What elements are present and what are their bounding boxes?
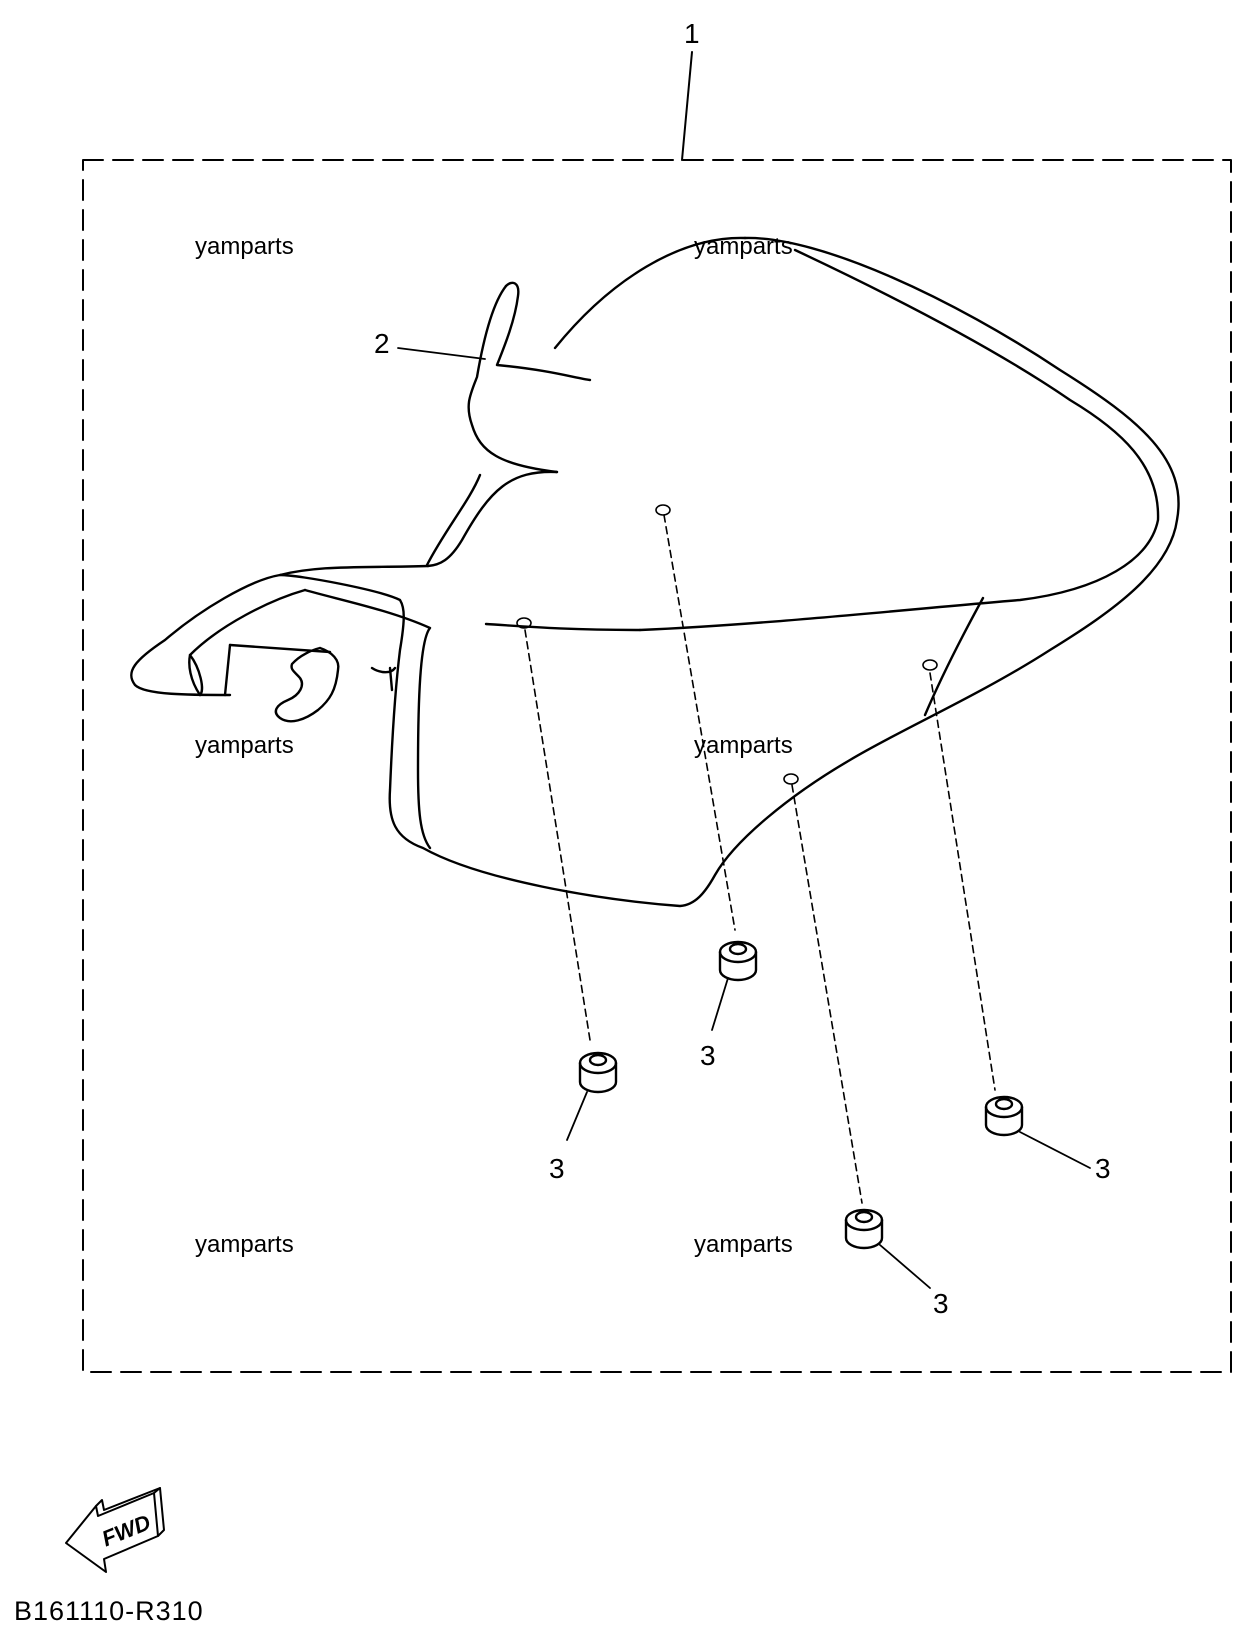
callout-3: 3: [1095, 1153, 1111, 1184]
mounting-holes: [516, 504, 938, 785]
watermark: yamparts: [694, 233, 793, 260]
watermark: yamparts: [195, 732, 294, 759]
diagram-code: B161110-R310: [14, 1596, 204, 1626]
watermark: yamparts: [694, 1231, 793, 1258]
callout-2: 2: [374, 328, 390, 359]
damper-3: [844, 1208, 884, 1250]
seat: [130, 236, 1180, 908]
leader-line-1: [681, 51, 693, 161]
watermark: yamparts: [694, 732, 793, 759]
mounting-guide-lines: [524, 514, 996, 1204]
watermark: yamparts: [195, 1231, 294, 1258]
damper-4: [984, 1095, 1024, 1137]
watermark: yamparts: [195, 233, 294, 260]
fwd-arrow-icon: FWD: [65, 1487, 165, 1573]
callout-3: 3: [700, 1040, 716, 1071]
callout-1: 1: [684, 18, 700, 49]
callout-3: 3: [933, 1288, 949, 1319]
fwd-label: FWD: [98, 1509, 154, 1551]
assembly-boundary: [82, 159, 1232, 1373]
damper-2: [718, 940, 758, 982]
callout-leaders: [397, 347, 1091, 1289]
callout-3: 3: [549, 1153, 565, 1184]
damper-1: [578, 1051, 618, 1094]
